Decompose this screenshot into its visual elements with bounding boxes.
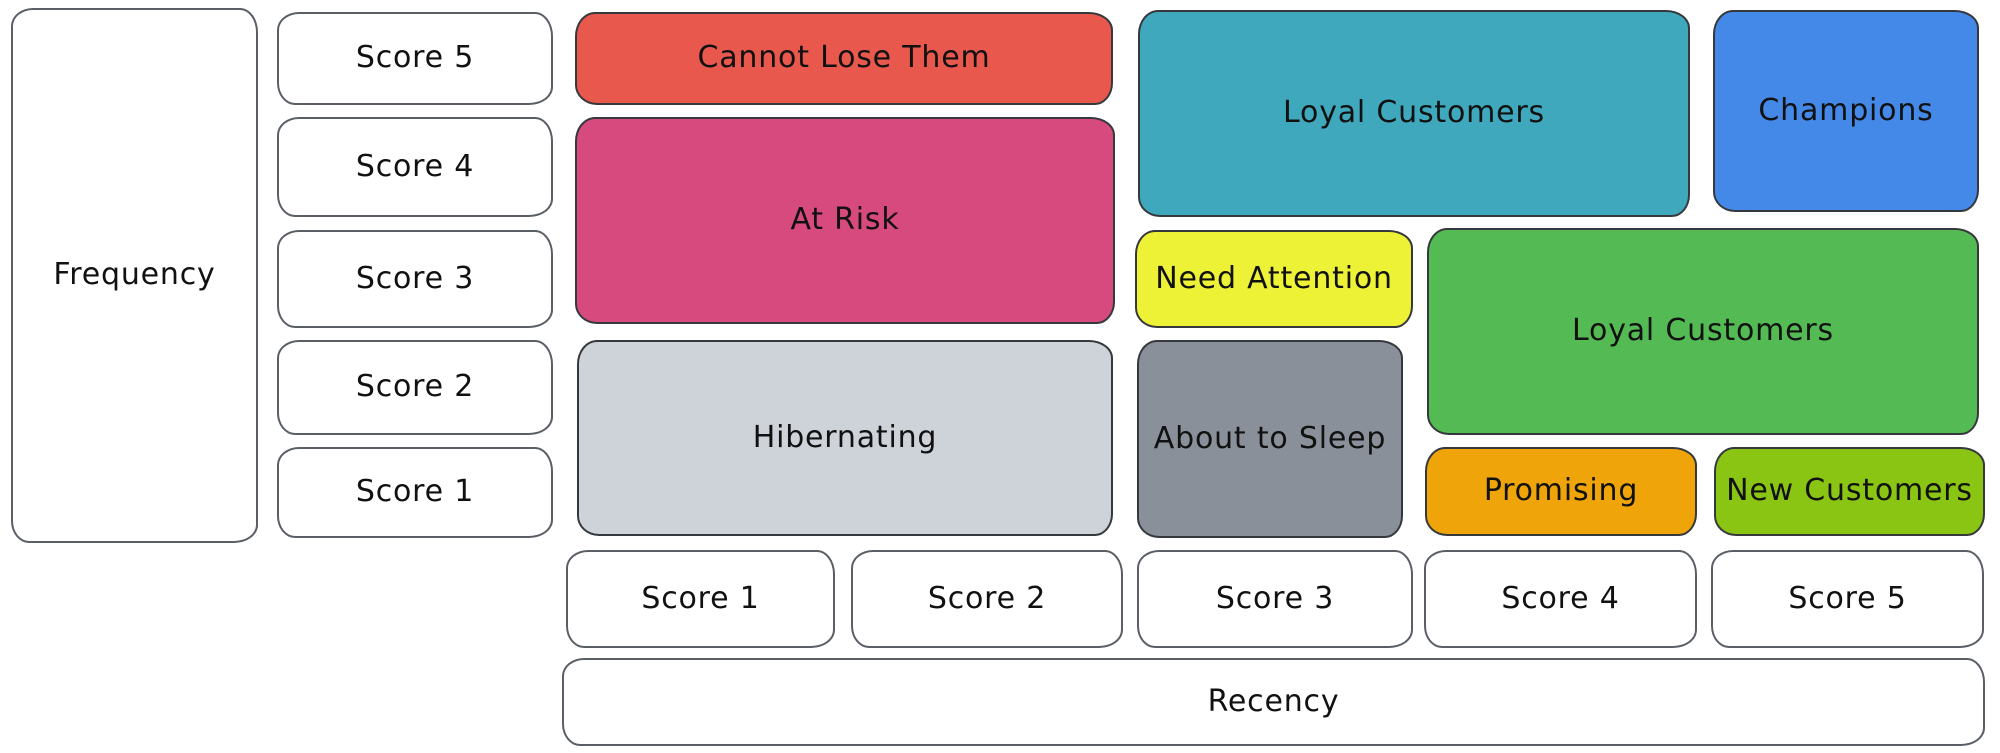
frequency-score-2-box: Score 2 <box>277 340 553 435</box>
segment-at-risk: At Risk <box>575 117 1115 324</box>
frequency-score-label: Score 5 <box>355 40 475 76</box>
segment-label: Hibernating <box>752 419 938 455</box>
segment-cannot-lose-them: Cannot Lose Them <box>575 12 1113 105</box>
recency-score-label: Score 2 <box>927 580 1047 616</box>
segment-need-attention: Need Attention <box>1135 230 1413 328</box>
frequency-axis-label: Frequency <box>11 8 258 543</box>
frequency-score-4-box: Score 4 <box>277 117 553 217</box>
recency-score-label: Score 1 <box>641 580 760 616</box>
recency-score-label: Score 5 <box>1788 580 1907 616</box>
segment-label: Loyal Customers <box>1572 313 1834 349</box>
recency-score-3-box: Score 3 <box>1137 550 1413 648</box>
frequency-score-label: Score 3 <box>355 260 475 296</box>
recency-score-5-box: Score 5 <box>1711 550 1984 648</box>
segment-label: Loyal Customers <box>1283 95 1545 131</box>
frequency-axis-text: Frequency <box>53 257 216 293</box>
segment-promising: Promising <box>1425 447 1697 536</box>
segment-loyal-customers-top: Loyal Customers <box>1138 10 1690 217</box>
segment-label: Need Attention <box>1155 260 1393 296</box>
recency-score-4-box: Score 4 <box>1424 550 1697 648</box>
segment-label: New Customers <box>1726 473 1973 509</box>
segment-hibernating: Hibernating <box>577 340 1113 536</box>
recency-score-label: Score 3 <box>1215 580 1335 616</box>
recency-axis-label: Recency <box>562 658 1985 746</box>
recency-score-1-box: Score 1 <box>566 550 835 648</box>
recency-axis-text: Recency <box>1207 683 1340 719</box>
segment-about-to-sleep: About to Sleep <box>1137 340 1403 538</box>
segment-champions: Champions <box>1713 10 1979 212</box>
frequency-score-1-box: Score 1 <box>277 447 553 538</box>
frequency-score-5-box: Score 5 <box>277 12 553 105</box>
segment-label: About to Sleep <box>1153 420 1387 456</box>
frequency-score-label: Score 2 <box>355 369 475 405</box>
recency-score-label: Score 4 <box>1501 580 1620 616</box>
segment-label: At Risk <box>790 202 900 238</box>
frequency-score-label: Score 1 <box>355 474 475 510</box>
segment-label: Promising <box>1483 473 1639 509</box>
recency-score-2-box: Score 2 <box>851 550 1123 648</box>
segment-new-customers: New Customers <box>1714 447 1985 536</box>
segment-label: Champions <box>1758 92 1934 128</box>
segment-loyal-customers-mid: Loyal Customers <box>1427 228 1979 435</box>
segment-label: Cannot Lose Them <box>697 40 991 76</box>
frequency-score-label: Score 4 <box>355 148 475 184</box>
frequency-score-3-box: Score 3 <box>277 230 553 328</box>
